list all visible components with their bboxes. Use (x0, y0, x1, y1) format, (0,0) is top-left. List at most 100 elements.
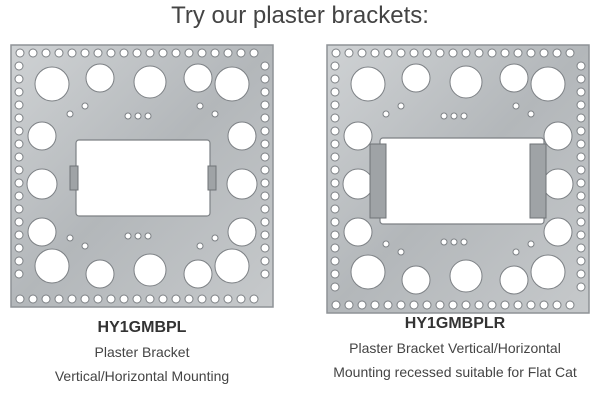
small-hole (460, 112, 468, 120)
hole (409, 300, 419, 310)
hole (260, 61, 270, 71)
large-hole (27, 217, 57, 247)
hole (576, 87, 586, 97)
hole (249, 48, 259, 58)
hole (576, 191, 586, 201)
hole (409, 48, 419, 58)
hole (80, 48, 90, 58)
hole (260, 191, 270, 201)
large-hole (226, 168, 258, 200)
hole (145, 48, 155, 58)
hole (330, 191, 340, 201)
plaster-bracket-image-hy1gmbpl (10, 44, 274, 308)
large-hole (343, 121, 373, 151)
hole (260, 165, 270, 175)
small-hole (527, 240, 535, 248)
hole (565, 300, 575, 310)
small-hole (440, 238, 448, 246)
hole (513, 48, 523, 58)
hole (260, 256, 270, 266)
large-hole (543, 121, 573, 151)
hole (500, 48, 510, 58)
small-hole (124, 112, 132, 120)
hole (461, 300, 471, 310)
hole (260, 152, 270, 162)
large-hole (401, 63, 431, 93)
small-hole (211, 234, 219, 242)
large-hole (227, 121, 257, 151)
hole (552, 300, 562, 310)
hole (80, 294, 90, 304)
hole (576, 100, 586, 110)
hole (14, 165, 24, 175)
hole (330, 126, 340, 136)
large-hole (183, 63, 213, 93)
hole (576, 204, 586, 214)
hole (260, 243, 270, 253)
product-description-line: Plaster Bracket (94, 344, 190, 360)
hole (14, 243, 24, 253)
product-code: HY1GMBPLR (404, 315, 506, 332)
mounting-tab (207, 165, 217, 191)
hole (14, 152, 24, 162)
product-description-line: Plaster Bracket Vertical/Horizontal (349, 340, 561, 356)
hole (236, 48, 246, 58)
hole (487, 48, 497, 58)
large-hole (542, 168, 574, 200)
hole (330, 74, 340, 84)
hole (260, 204, 270, 214)
hole (14, 87, 24, 97)
small-hole (134, 112, 142, 120)
hole (14, 126, 24, 136)
hole (448, 300, 458, 310)
hole (171, 294, 181, 304)
hole (260, 230, 270, 240)
large-hole (85, 63, 115, 93)
hole (383, 48, 393, 58)
center-cutout (75, 139, 211, 217)
hole (370, 300, 380, 310)
large-hole (499, 63, 529, 93)
page-title: Try our plaster brackets: (171, 2, 429, 29)
small-hole (196, 102, 204, 110)
large-hole (499, 265, 529, 295)
small-hole (196, 242, 204, 250)
hole (260, 126, 270, 136)
hole (41, 294, 51, 304)
small-hole (460, 238, 468, 246)
hole (14, 217, 24, 227)
hole (158, 48, 168, 58)
large-hole (350, 66, 386, 102)
hole (260, 100, 270, 110)
product-caption-hy1gmbplr: HY1GMBPLR Plaster Bracket Vertical/Horiz… (310, 312, 600, 384)
hole (552, 48, 562, 58)
mounting-tab (69, 165, 79, 191)
hole (54, 48, 64, 58)
hole (576, 243, 586, 253)
small-hole (144, 232, 152, 240)
hole (565, 48, 575, 58)
hole (487, 300, 497, 310)
small-hole (81, 242, 89, 250)
hole (330, 269, 340, 279)
large-hole (34, 66, 70, 102)
hole (330, 217, 340, 227)
hole (576, 126, 586, 136)
hole (67, 294, 77, 304)
hole (260, 113, 270, 123)
center-cutout (379, 137, 545, 225)
hole (260, 217, 270, 227)
hole (422, 300, 432, 310)
hole (422, 48, 432, 58)
hole (158, 294, 168, 304)
small-hole (450, 238, 458, 246)
hole (539, 300, 549, 310)
product-description-line: Vertical/Horizontal Mounting (54, 368, 230, 384)
hole (14, 139, 24, 149)
hole (14, 256, 24, 266)
hole (513, 300, 523, 310)
hole (370, 48, 380, 58)
hole (223, 294, 233, 304)
hole (15, 294, 25, 304)
hole (576, 139, 586, 149)
